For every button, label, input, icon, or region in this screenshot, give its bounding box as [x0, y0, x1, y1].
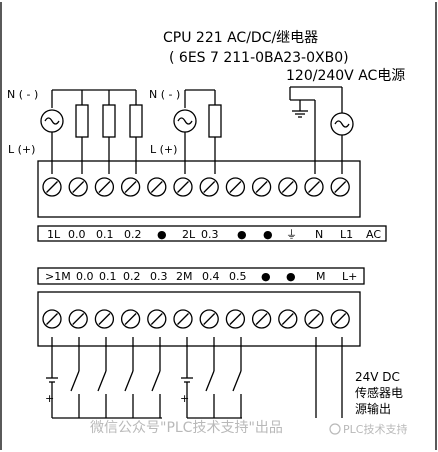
terminal-screw-slot — [229, 181, 242, 193]
terminal-label: 0.2 — [124, 228, 142, 241]
sensor-supply-voltage: 24V DC — [355, 370, 400, 384]
terminal-label: 0.1 — [96, 228, 114, 241]
watermark-text: 微信公众号"PLC技术支持"出品 — [90, 420, 283, 436]
terminal-screw-slot — [177, 313, 189, 325]
output-group-1-wiring — [40, 89, 143, 174]
terminal-screw-slot — [46, 313, 58, 325]
load-icon — [208, 104, 222, 138]
terminal-label: ● — [237, 228, 247, 241]
terminal-label: ● — [157, 228, 167, 241]
output-group-2-wiring — [173, 89, 222, 174]
terminal-screw-slot — [203, 181, 216, 193]
terminal-label: 0.5 — [229, 270, 247, 283]
cpu-model-title: CPU 221 AC/DC/继电器 — [163, 30, 318, 46]
terminal-screw-slot — [281, 313, 294, 325]
terminal-label: 0.3 — [201, 228, 219, 241]
terminal-screw-slot — [72, 181, 85, 193]
terminal-label: 0.1 — [99, 270, 117, 283]
terminal-label: 1L — [47, 228, 61, 241]
terminal-screw-slot — [334, 181, 347, 193]
terminal-screw-slot — [177, 181, 189, 193]
watermark-brand: PLC技术支持 — [343, 422, 407, 436]
wechat-logo-icon — [329, 423, 341, 435]
terminal-label: 0.0 — [68, 228, 86, 241]
terminal-screw-slot — [281, 181, 294, 193]
terminal-label: ⏚ — [286, 228, 297, 241]
terminal-label: >1M — [45, 270, 71, 283]
load-icon — [102, 104, 116, 138]
power-supply-label: 120/240V AC电源 — [286, 68, 405, 84]
terminal-screw-slot — [98, 181, 111, 193]
terminal-label: 0.0 — [76, 270, 94, 283]
terminal-label: 2M — [176, 270, 193, 283]
terminal-screw-slot — [124, 313, 137, 325]
terminal-screw-slot — [124, 181, 137, 193]
terminal-label: ● — [261, 270, 271, 283]
terminal-label: M — [316, 270, 326, 283]
terminal-screw-slot — [203, 313, 216, 325]
sensor-supply-label-1: 传感器电 — [355, 385, 403, 400]
terminal-label: 0.4 — [202, 270, 220, 283]
battery-plus-sign: + — [180, 392, 189, 405]
label-l-mid: L (+) — [150, 143, 177, 156]
battery-plus-sign: + — [45, 392, 54, 405]
power-supply-wiring — [289, 86, 354, 174]
terminal-screw-slot — [150, 313, 163, 325]
terminal-screw-slot — [98, 313, 111, 325]
cpu-order-number: ( 6ES 7 211-0BA23-0XB0) — [169, 50, 349, 66]
sensor-supply-label-2: 源输出 — [355, 401, 391, 416]
terminal-screw-slot — [229, 313, 242, 325]
terminal-label: L1 — [340, 228, 353, 241]
terminal-screw-slot — [46, 181, 58, 193]
load-icon — [75, 104, 89, 138]
terminal-screw-slot — [308, 181, 320, 193]
output-screw-row — [42, 177, 350, 197]
load-icon — [129, 104, 143, 138]
input-wiring — [46, 337, 343, 419]
terminal-screw-slot — [334, 313, 347, 325]
terminal-screw-slot — [255, 181, 268, 193]
terminal-screw-slot — [308, 313, 320, 325]
input-label-row: >1M 0.0 0.1 0.2 0.3 2M 0.4 0.5 ● ● M L+ — [45, 270, 357, 283]
terminal-label: ● — [286, 270, 296, 283]
terminal-label: AC — [366, 228, 381, 241]
terminal-screw-slot — [72, 313, 85, 325]
terminal-label: 0.3 — [150, 270, 168, 283]
output-label-row: 1L 0.0 0.1 0.2 ● 2L 0.3 ● ● ⏚ N L1 AC — [47, 228, 381, 241]
terminal-label: 2L — [182, 228, 196, 241]
label-n-left: N ( - ) — [7, 88, 38, 101]
output-label-strip — [37, 225, 387, 242]
input-screw-row — [42, 309, 350, 329]
label-n-mid: N ( - ) — [149, 88, 180, 101]
terminal-screw-slot — [150, 181, 163, 193]
terminal-screw-slot — [255, 313, 268, 325]
terminal-label: N — [315, 228, 323, 241]
input-label-strip — [37, 267, 365, 285]
terminal-label: L+ — [342, 270, 357, 283]
label-l-left: L (+) — [8, 143, 35, 156]
terminal-label: ● — [263, 228, 273, 241]
terminal-label: 0.2 — [123, 270, 141, 283]
